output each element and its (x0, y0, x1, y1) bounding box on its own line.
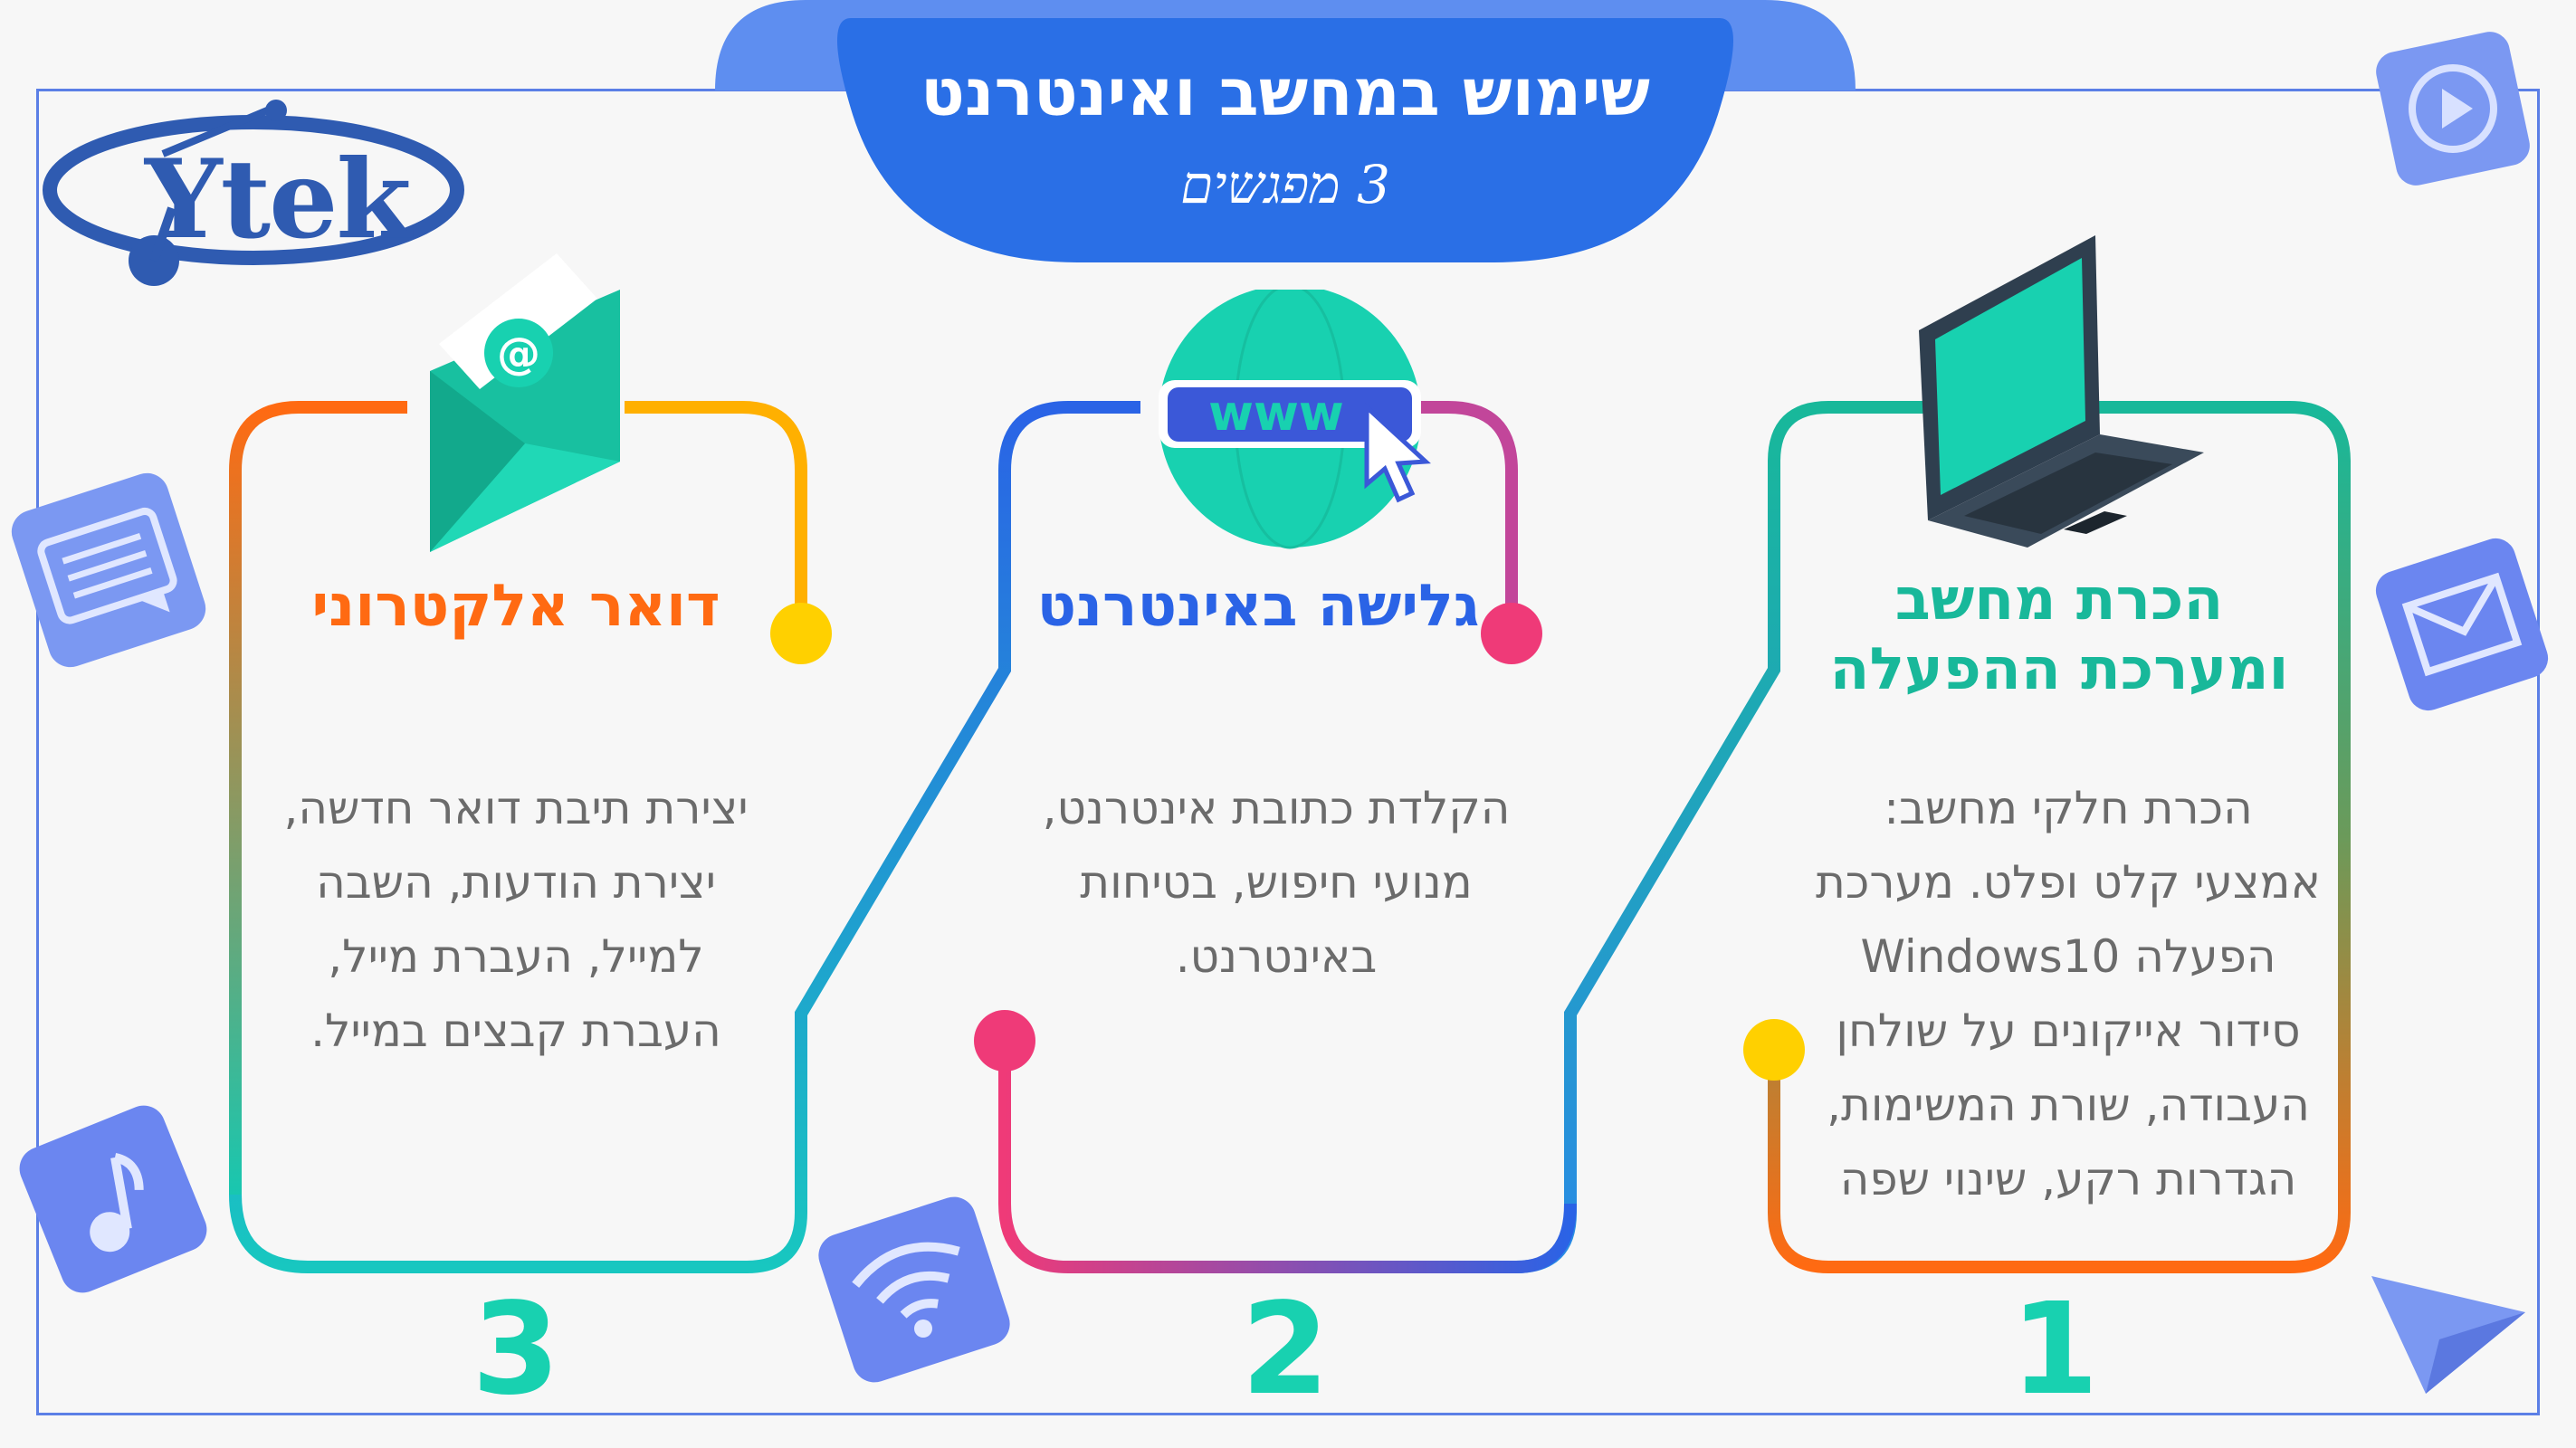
card-2-body: הקלדת כתובת אינטרנט, מנועי חיפוש, בטיחות… (1014, 771, 1539, 994)
card-3-number: 3 (472, 1276, 560, 1424)
card-1-number: 1 (2010, 1276, 2099, 1424)
at-sign: @ (497, 329, 540, 379)
card-1-body-line: אמצעי קלט ופלט. מערכת (1816, 856, 2321, 909)
play-video-icon (2376, 32, 2530, 186)
card-1-title: הכרת מחשב ומערכת ההפעלה (1774, 566, 2344, 705)
page-subtitle: 3 מפגשים (1180, 154, 1390, 215)
card-1-body-line: הכרת חלקי מחשב: (1884, 782, 2253, 834)
card-1-body-line: הגדרות רקע, שינוי שפה (1839, 1153, 2297, 1205)
card-1-body-line: העבודה, שורת המשימות, (1827, 1079, 2310, 1131)
card-3-body-line: העברת קבצים במייל. (310, 1005, 721, 1057)
page-title: שימוש במחשב ואינטרנט (920, 54, 1651, 130)
laptop-icon (1919, 235, 2204, 548)
card-3-body-line: יצירת הודעות, השבה (316, 856, 716, 909)
card-2-number: 2 (1241, 1276, 1330, 1424)
envelope-icon: @ (430, 253, 620, 552)
ytek-logo (43, 100, 464, 286)
music-note-icon (19, 1105, 207, 1293)
logo-text: Ytek (145, 136, 412, 263)
header-banner (715, 0, 1856, 262)
card-1-title-line1: הכרת מחשב (1894, 567, 2224, 634)
card-2-body-line: מנועי חיפוש, בטיחות (1080, 856, 1473, 909)
card-1-body-line: סידור אייקונים על שולחן (1836, 1005, 2301, 1057)
paper-plane-icon (2371, 1276, 2525, 1394)
card-1-body-line: הפעלה Windows10 (1860, 930, 2276, 983)
card-3-body: יצירת תיבת דואר חדשה, יצירת הודעות, השבה… (262, 771, 769, 1068)
wifi-icon (818, 1196, 1010, 1383)
card-3-body-line: יצירת תיבת דואר חדשה, (283, 782, 749, 834)
card-3-title: דואר אלקטרוני (311, 573, 720, 640)
mail-icon (2375, 538, 2549, 711)
card-1-title-line2: ומערכת ההפעלה (1829, 635, 2289, 703)
card-1-body: הכרת חלקי מחשב: אמצעי קלט ופלט. מערכת הפ… (1801, 771, 2335, 1216)
card-2-body-line: באינטרנט. (1175, 930, 1378, 983)
chat-message-icon (11, 472, 206, 668)
card-2-title: גלישה באינטרנט (1036, 573, 1480, 640)
www-label: www (1208, 385, 1344, 442)
card-2-body-line: הקלדת כתובת אינטרנט, (1042, 782, 1511, 834)
card-3-body-line: למייל, העברת מייל, (328, 930, 704, 983)
globe-www-icon: www (1159, 290, 1431, 549)
